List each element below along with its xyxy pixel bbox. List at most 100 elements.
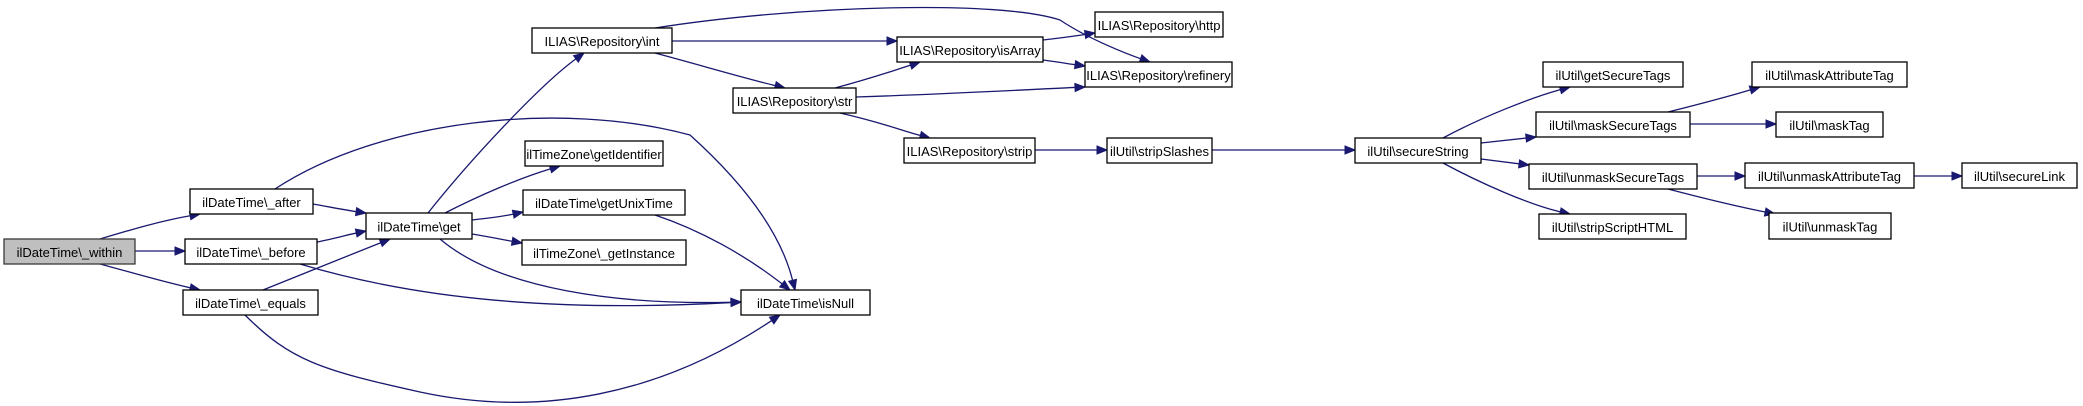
edge-strip-to-stripSlashes bbox=[1034, 145, 1109, 155]
node-box[interactable] bbox=[1775, 111, 1884, 138]
node-equals[interactable]: ilDateTime\_equals bbox=[182, 289, 319, 316]
arrowhead-icon bbox=[1096, 145, 1109, 155]
node-box[interactable] bbox=[740, 289, 871, 316]
arrowhead-icon bbox=[1951, 171, 1964, 181]
edge-get-to-int bbox=[427, 52, 586, 214]
edge-str-to-strip bbox=[839, 112, 932, 140]
nodes-layer: ilDateTime\_within ilDateTime\_after ilDat… bbox=[3, 11, 2078, 316]
node-getIdentifier[interactable]: ilTimeZone\getIdentifier bbox=[524, 140, 664, 167]
edge-maskSecureTags-to-maskTag bbox=[1690, 119, 1778, 129]
node-box[interactable] bbox=[1744, 162, 1915, 189]
edge-isArray-to-refinery bbox=[1042, 59, 1087, 70]
edge-line bbox=[262, 242, 381, 291]
node-get[interactable]: ilDateTime\get bbox=[365, 212, 473, 240]
node-after[interactable]: ilDateTime\_after bbox=[189, 188, 314, 215]
node-unmaskTag[interactable]: ilUtil\unmaskTag bbox=[1768, 212, 1892, 240]
node-box[interactable] bbox=[1751, 61, 1908, 88]
node-label: ilDateTime\_before bbox=[196, 245, 305, 260]
node-before[interactable]: ilDateTime\_before bbox=[184, 238, 318, 265]
node-stripSlashes[interactable]: ilUtil\stripSlashes bbox=[1106, 137, 1213, 164]
node-box[interactable] bbox=[365, 212, 473, 240]
node-getInstance[interactable]: ilTimeZone\_getInstance bbox=[521, 239, 687, 266]
arrowhead-icon bbox=[572, 52, 586, 64]
node-unmaskSecureTags[interactable]: ilUtil\unmaskSecureTags bbox=[1528, 163, 1698, 190]
node-box[interactable] bbox=[1106, 137, 1213, 164]
node-box[interactable] bbox=[1535, 111, 1691, 138]
arrowhead-icon bbox=[1525, 133, 1538, 143]
node-label: ILIAS\Repository\refinery bbox=[1086, 68, 1231, 83]
edge-after-to-isNull bbox=[274, 117, 798, 292]
arrowhead-icon bbox=[886, 36, 899, 46]
edge-line bbox=[99, 263, 191, 289]
node-strip[interactable]: ILIAS\Repository\strip bbox=[903, 137, 1036, 164]
edge-line bbox=[439, 238, 732, 304]
edge-line bbox=[444, 168, 551, 214]
edge-line bbox=[855, 86, 1076, 98]
node-label: ilUtil\secureLink bbox=[1974, 169, 2066, 184]
edge-line bbox=[316, 232, 357, 243]
node-label: ILIAS\Repository\isArray bbox=[899, 43, 1041, 58]
edge-line bbox=[1042, 59, 1076, 66]
edge-int-to-isArray bbox=[672, 36, 899, 46]
arrowhead-icon bbox=[511, 209, 525, 219]
node-box[interactable] bbox=[531, 27, 673, 54]
edge-line bbox=[99, 215, 191, 240]
node-box[interactable] bbox=[1961, 162, 2078, 189]
node-box[interactable] bbox=[189, 188, 314, 215]
node-label: ilUtil\maskTag bbox=[1789, 118, 1869, 133]
edge-line bbox=[839, 112, 921, 137]
root-node-box[interactable] bbox=[3, 238, 136, 265]
edge-before-to-isNull bbox=[299, 263, 743, 308]
node-box[interactable] bbox=[521, 239, 687, 266]
edge-line bbox=[1042, 33, 1086, 41]
edge-line bbox=[471, 213, 514, 221]
node-label: ilTimeZone\_getInstance bbox=[533, 246, 675, 261]
node-box[interactable] bbox=[1542, 61, 1684, 88]
node-box[interactable] bbox=[1768, 212, 1892, 240]
node-within[interactable]: ilDateTime\_within bbox=[3, 238, 136, 265]
node-maskSecureTags[interactable]: ilUtil\maskSecureTags bbox=[1535, 111, 1691, 138]
node-maskTag[interactable]: ilUtil\maskTag bbox=[1775, 111, 1884, 138]
edge-line bbox=[274, 117, 794, 281]
arrowhead-icon bbox=[778, 279, 792, 291]
edge-line bbox=[834, 64, 911, 89]
arrowhead-icon bbox=[1083, 29, 1097, 40]
node-http[interactable]: ILIAS\Repository\http bbox=[1094, 11, 1224, 38]
edge-unmaskSecureTags-to-unmaskAttributeTag bbox=[1696, 171, 1747, 181]
node-stripScriptHTML[interactable]: ilUtil\stripScriptHTML bbox=[1538, 213, 1687, 240]
node-getUnixTime[interactable]: ilDateTime\getUnixTime bbox=[522, 189, 686, 216]
node-getSecureTags[interactable]: ilUtil\getSecureTags bbox=[1542, 61, 1684, 88]
edge-line bbox=[1480, 137, 1527, 144]
node-box[interactable] bbox=[1094, 11, 1224, 38]
edge-after-to-get bbox=[312, 203, 368, 217]
node-label: ILIAS\Repository\int bbox=[545, 34, 660, 49]
node-str[interactable]: ILIAS\Repository\str bbox=[732, 87, 857, 114]
edge-get-to-getUnixTime bbox=[471, 209, 525, 221]
node-unmaskAttributeTag[interactable]: ilUtil\unmaskAttributeTag bbox=[1744, 162, 1915, 189]
node-box[interactable] bbox=[732, 87, 857, 114]
node-maskAttributeTag[interactable]: ilUtil\maskAttributeTag bbox=[1751, 61, 1908, 88]
node-isArray[interactable]: ILIAS\Repository\isArray bbox=[896, 36, 1044, 63]
node-label: ilUtil\maskAttributeTag bbox=[1765, 68, 1894, 83]
edge-get-to-getInstance bbox=[471, 233, 524, 246]
edge-line bbox=[299, 263, 732, 307]
edge-line bbox=[471, 233, 513, 242]
node-refinery[interactable]: ILIAS\Repository\refinery bbox=[1084, 61, 1233, 88]
edge-before-to-get bbox=[316, 228, 368, 243]
node-box[interactable] bbox=[1084, 61, 1233, 88]
node-box[interactable] bbox=[1538, 213, 1687, 240]
edge-unmaskSecureTags-to-unmaskTag bbox=[1667, 188, 1777, 217]
node-box[interactable] bbox=[522, 189, 686, 216]
node-secureString[interactable]: ilUtil\secureString bbox=[1354, 137, 1482, 164]
node-box[interactable] bbox=[896, 36, 1044, 63]
node-box[interactable] bbox=[903, 137, 1036, 164]
node-box[interactable] bbox=[1354, 137, 1482, 164]
node-isNull[interactable]: ilDateTime\isNull bbox=[740, 289, 871, 316]
node-secureLink[interactable]: ilUtil\secureLink bbox=[1961, 162, 2078, 189]
node-box[interactable] bbox=[182, 289, 319, 316]
edge-isArray-to-http bbox=[1042, 29, 1097, 41]
node-int[interactable]: ILIAS\Repository\int bbox=[531, 27, 673, 54]
node-box[interactable] bbox=[524, 140, 664, 167]
node-box[interactable] bbox=[1528, 163, 1698, 190]
node-box[interactable] bbox=[184, 238, 318, 265]
